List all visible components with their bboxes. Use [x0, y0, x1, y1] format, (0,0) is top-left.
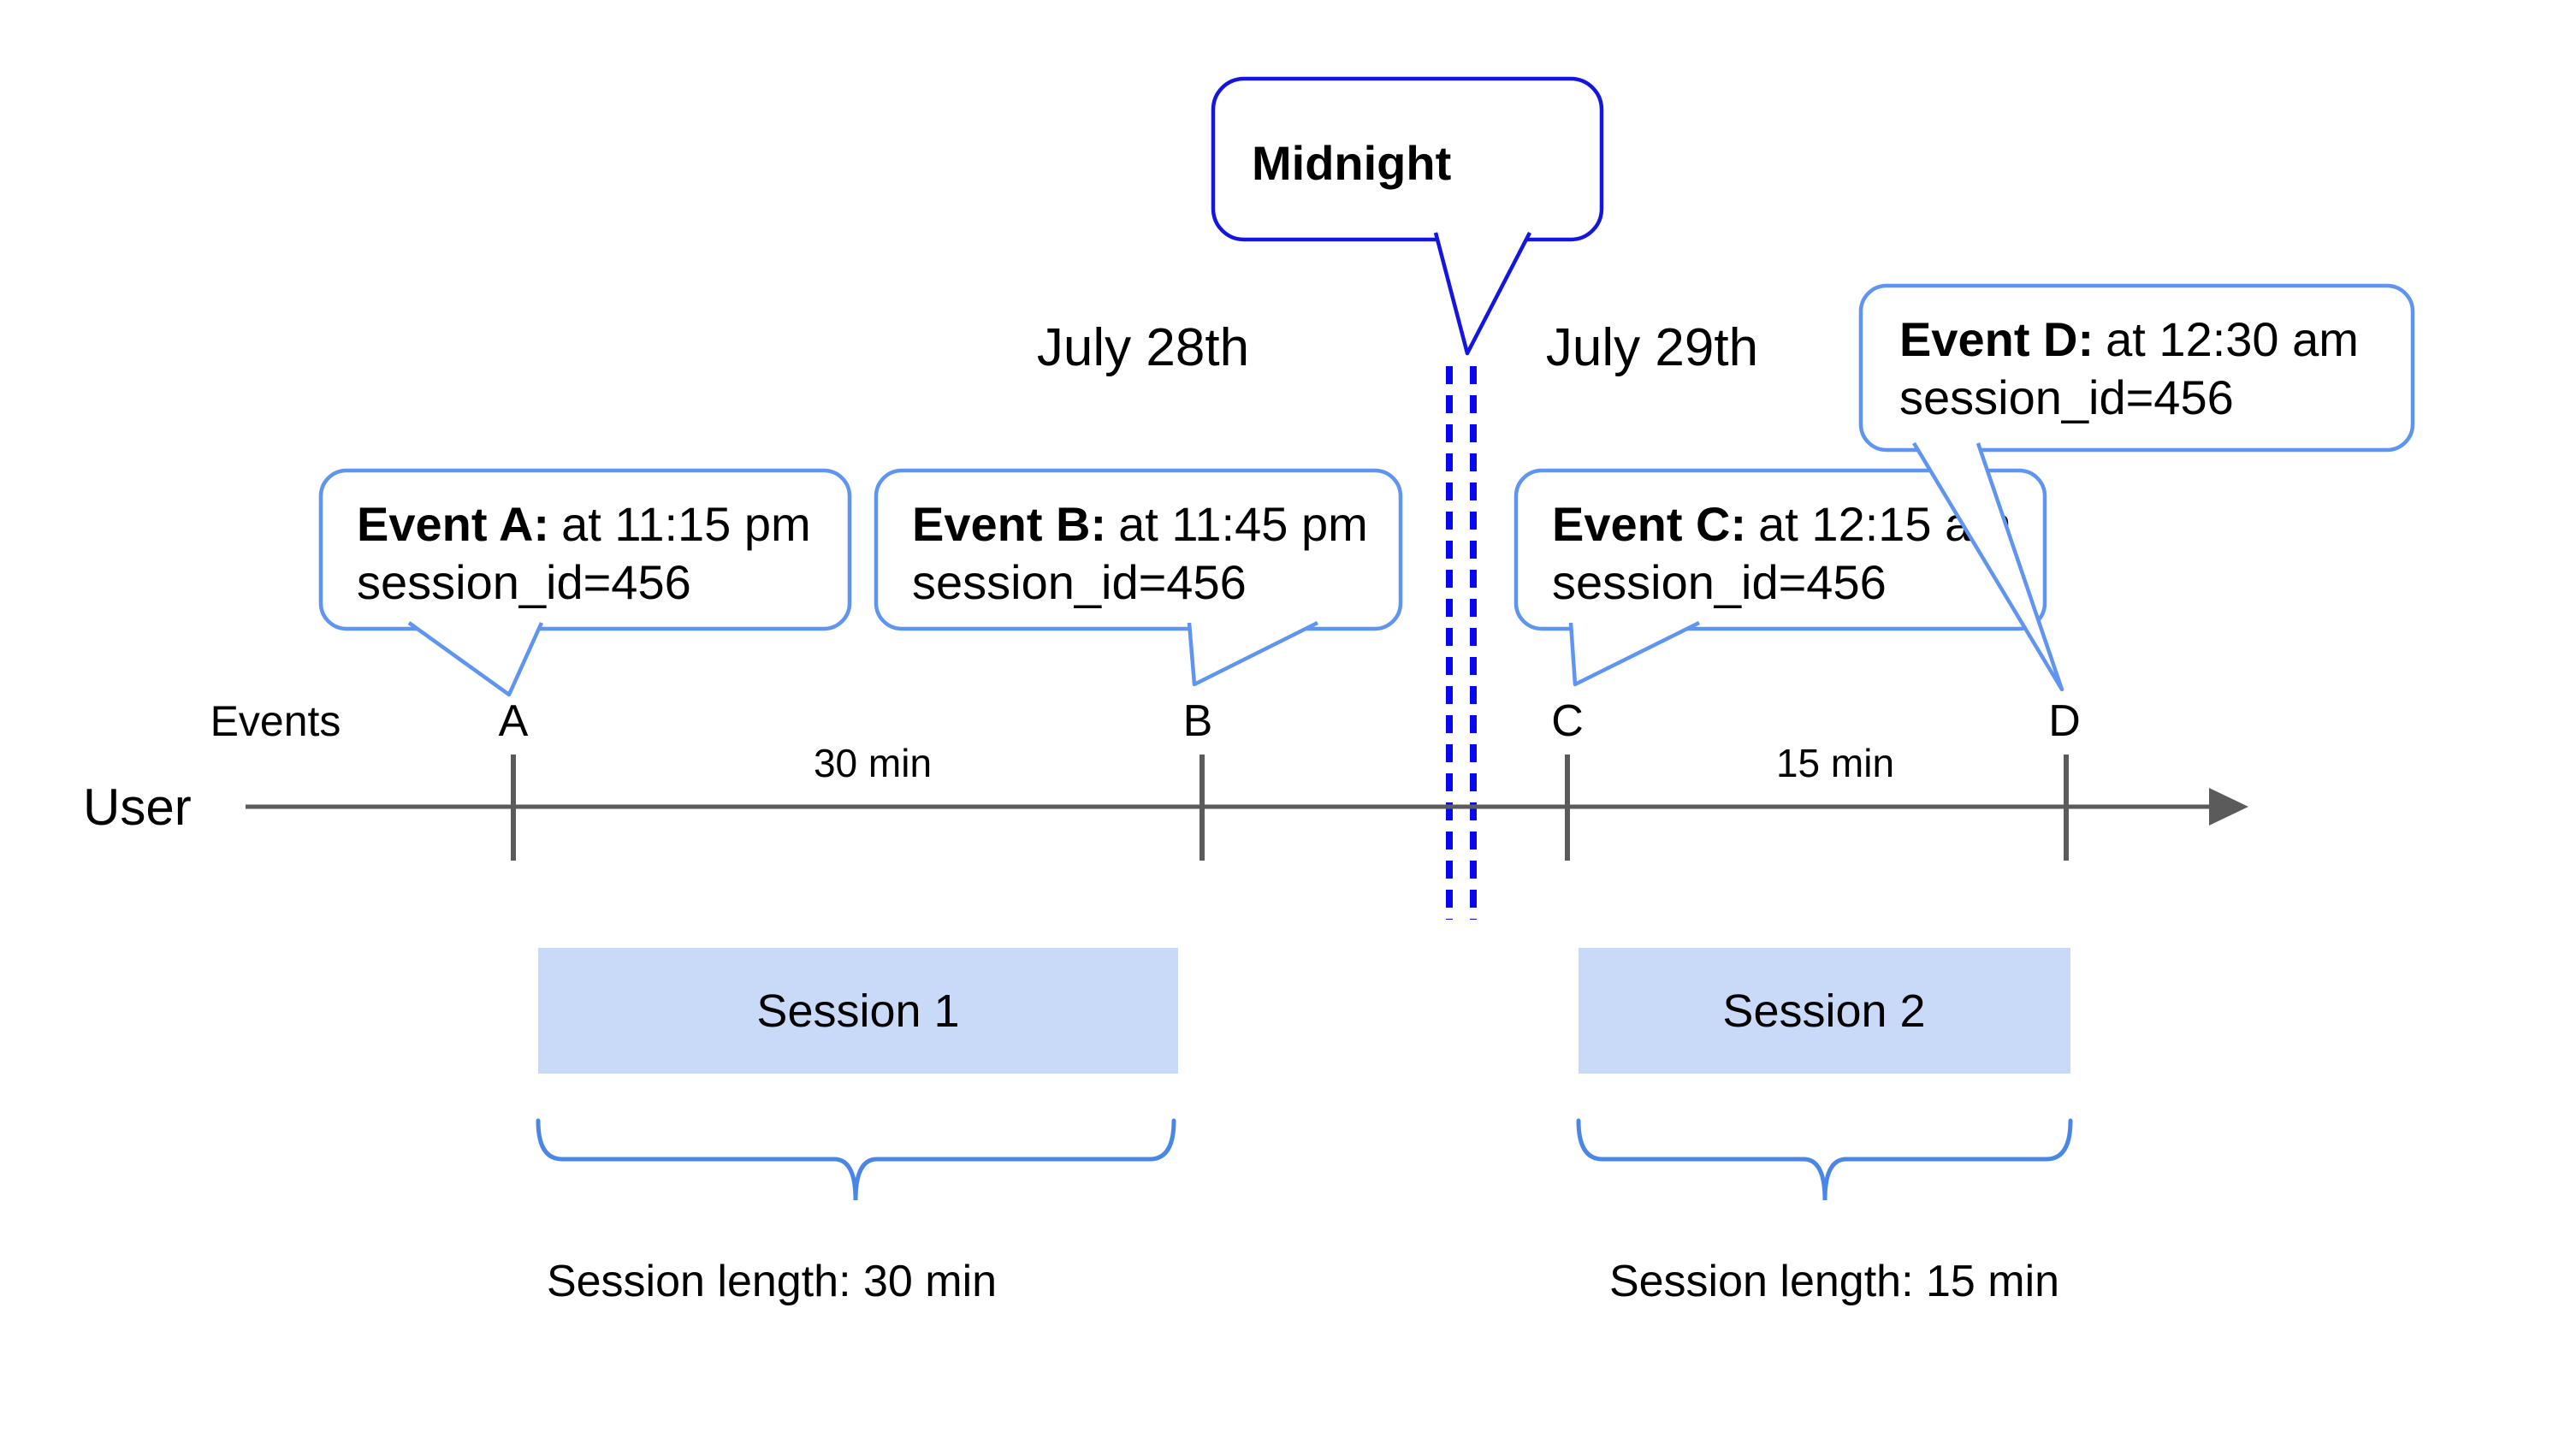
event-a-time: at 11:15 pm [561, 497, 811, 551]
event-c-letter: C [1551, 696, 1584, 746]
event-b-callout: Event B:at 11:45 pm session_id=456 [874, 468, 1403, 687]
date-july-28: July 28th [1037, 318, 1249, 377]
event-d-bubble [1858, 283, 2415, 453]
event-a-callout: Event A:at 11:15 pm session_id=456 [318, 468, 852, 697]
date-july-29: July 29th [1546, 318, 1758, 377]
interval-ab-label: 30 min [814, 741, 932, 785]
session-1-label: Session 1 [756, 985, 959, 1037]
event-c-title: Event C: [1552, 497, 1746, 551]
event-a-session: session_id=456 [357, 555, 691, 609]
event-b-letter: B [1183, 696, 1213, 746]
session-1-length-label: Session length: 30 min [547, 1257, 997, 1306]
event-a-bubble-tail [407, 621, 544, 697]
session-1-brace [536, 1118, 1176, 1201]
midnight-bubble-tail [1433, 231, 1531, 356]
interval-cd-label: 15 min [1776, 741, 1894, 785]
event-c-bubble [1513, 468, 2047, 631]
session-2-label: Session 2 [1722, 985, 1925, 1037]
session-2-brace [1576, 1118, 2073, 1201]
midnight-divider [1446, 366, 1477, 920]
event-d-line1: Event D:at 12:30 am [1899, 312, 2359, 366]
event-b-title: Event B: [912, 497, 1106, 551]
event-b-time: at 11:45 pm [1118, 497, 1368, 551]
midnight-label: Midnight [1252, 136, 1451, 190]
session-1-box: Session 1 [538, 948, 1178, 1074]
event-d-time: at 12:30 am [2106, 312, 2359, 366]
timeline-arrowhead-icon [2209, 788, 2248, 826]
event-c-callout: Event C:at 12:15 am session_id=456 [1513, 468, 2047, 687]
session-1-rect [538, 948, 1178, 1074]
events-axis-label: Events [210, 697, 341, 745]
user-timeline-axis [246, 755, 2248, 861]
event-c-bubble-tail [1568, 620, 1701, 687]
event-d-letter: D [2048, 696, 2081, 746]
event-b-line1: Event B:at 11:45 pm [912, 497, 1368, 551]
event-b-bubble [874, 468, 1403, 631]
event-c-line1: Event C:at 12:15 am [1552, 497, 2011, 551]
event-a-letter: A [499, 696, 529, 746]
event-a-line1: Event A:at 11:15 pm [357, 497, 811, 551]
event-a-bubble [318, 468, 852, 631]
event-d-callout: Event D:at 12:30 am session_id=456 [1858, 283, 2415, 692]
event-b-bubble-tail [1187, 620, 1319, 687]
session-2-length-label: Session length: 15 min [1609, 1257, 2059, 1306]
midnight-callout: Midnight [1211, 76, 1604, 356]
event-d-session: session_id=456 [1899, 370, 2234, 424]
event-d-title: Event D: [1899, 312, 2094, 366]
midnight-bubble [1211, 76, 1604, 242]
session-2-box: Session 2 [1579, 948, 2070, 1074]
event-b-session: session_id=456 [912, 555, 1247, 609]
event-a-title: Event A: [357, 497, 549, 551]
session-2-rect [1579, 948, 2070, 1074]
event-c-session: session_id=456 [1552, 555, 1887, 609]
user-axis-label: User [83, 778, 192, 836]
event-d-bubble-tail [1912, 441, 2064, 692]
